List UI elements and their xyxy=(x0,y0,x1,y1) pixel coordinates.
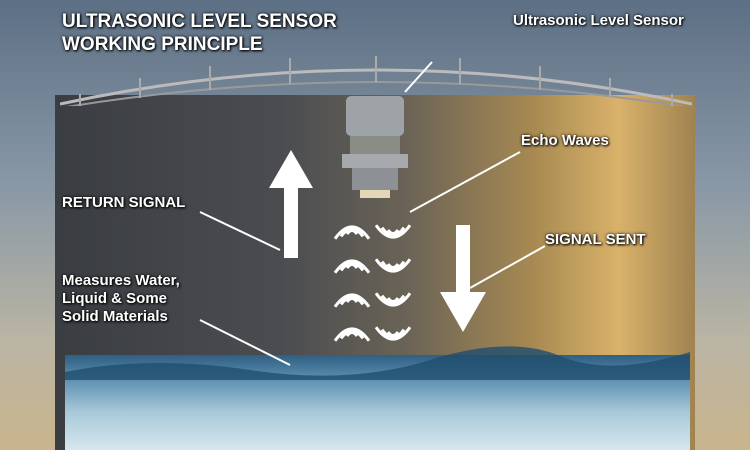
wave-arc-icon xyxy=(339,295,365,306)
wave-arc-icon xyxy=(386,331,400,337)
wave-arc-icon xyxy=(333,327,371,342)
wave-arc-icon xyxy=(386,229,400,235)
measures-line-2: Liquid & Some xyxy=(62,290,167,307)
wave-arc-icon xyxy=(345,297,359,303)
wave-arc-icon xyxy=(374,258,412,273)
wave-arc-icon xyxy=(380,260,406,271)
wave-arc-icon xyxy=(380,226,406,237)
wave-arc-icon xyxy=(386,297,400,303)
measures-line-3: Solid Materials xyxy=(62,308,168,325)
wave-arc-icon xyxy=(380,328,406,339)
wave-arc-icon xyxy=(333,225,371,240)
wave-arc-icon xyxy=(339,329,365,340)
signal-sent-arrow-icon xyxy=(440,225,486,332)
wave-arc-icon xyxy=(345,263,359,269)
wave-arc-icon xyxy=(333,293,371,308)
wave-arc-icon xyxy=(374,326,412,341)
label-echo-waves: Echo Waves xyxy=(521,132,609,149)
label-measures: Measures Water, Liquid & Some Solid Mate… xyxy=(62,272,180,326)
pointer-lines xyxy=(199,61,546,366)
wave-arc-icon xyxy=(386,263,400,269)
wave-arc-icon xyxy=(374,224,412,239)
title-line-1: ULTRASONIC LEVEL SENSOR xyxy=(62,11,337,32)
diagram-title: ULTRASONIC LEVEL SENSOR WORKING PRINCIPL… xyxy=(62,10,337,56)
wave-arc-icon xyxy=(345,331,359,337)
label-signal-sent: SIGNAL SENT xyxy=(545,231,646,248)
wave-arc-icon xyxy=(374,292,412,307)
wave-arc-icon xyxy=(339,261,365,272)
wave-arc-icon xyxy=(380,294,406,305)
tank-railing xyxy=(60,56,692,106)
return-arrow-icon xyxy=(269,150,313,258)
title-line-2: WORKING PRINCIPLE xyxy=(62,34,263,55)
ultrasonic-sensor xyxy=(342,96,408,198)
measures-line-1: Measures Water, xyxy=(62,272,180,289)
label-return-signal: RETURN SIGNAL xyxy=(62,194,186,211)
wave-arc-icon xyxy=(339,227,365,238)
water-wave xyxy=(65,346,690,380)
label-sensor: Ultrasonic Level Sensor xyxy=(513,12,684,29)
wave-arc-icon xyxy=(345,229,359,235)
wave-arc-icon xyxy=(333,259,371,274)
